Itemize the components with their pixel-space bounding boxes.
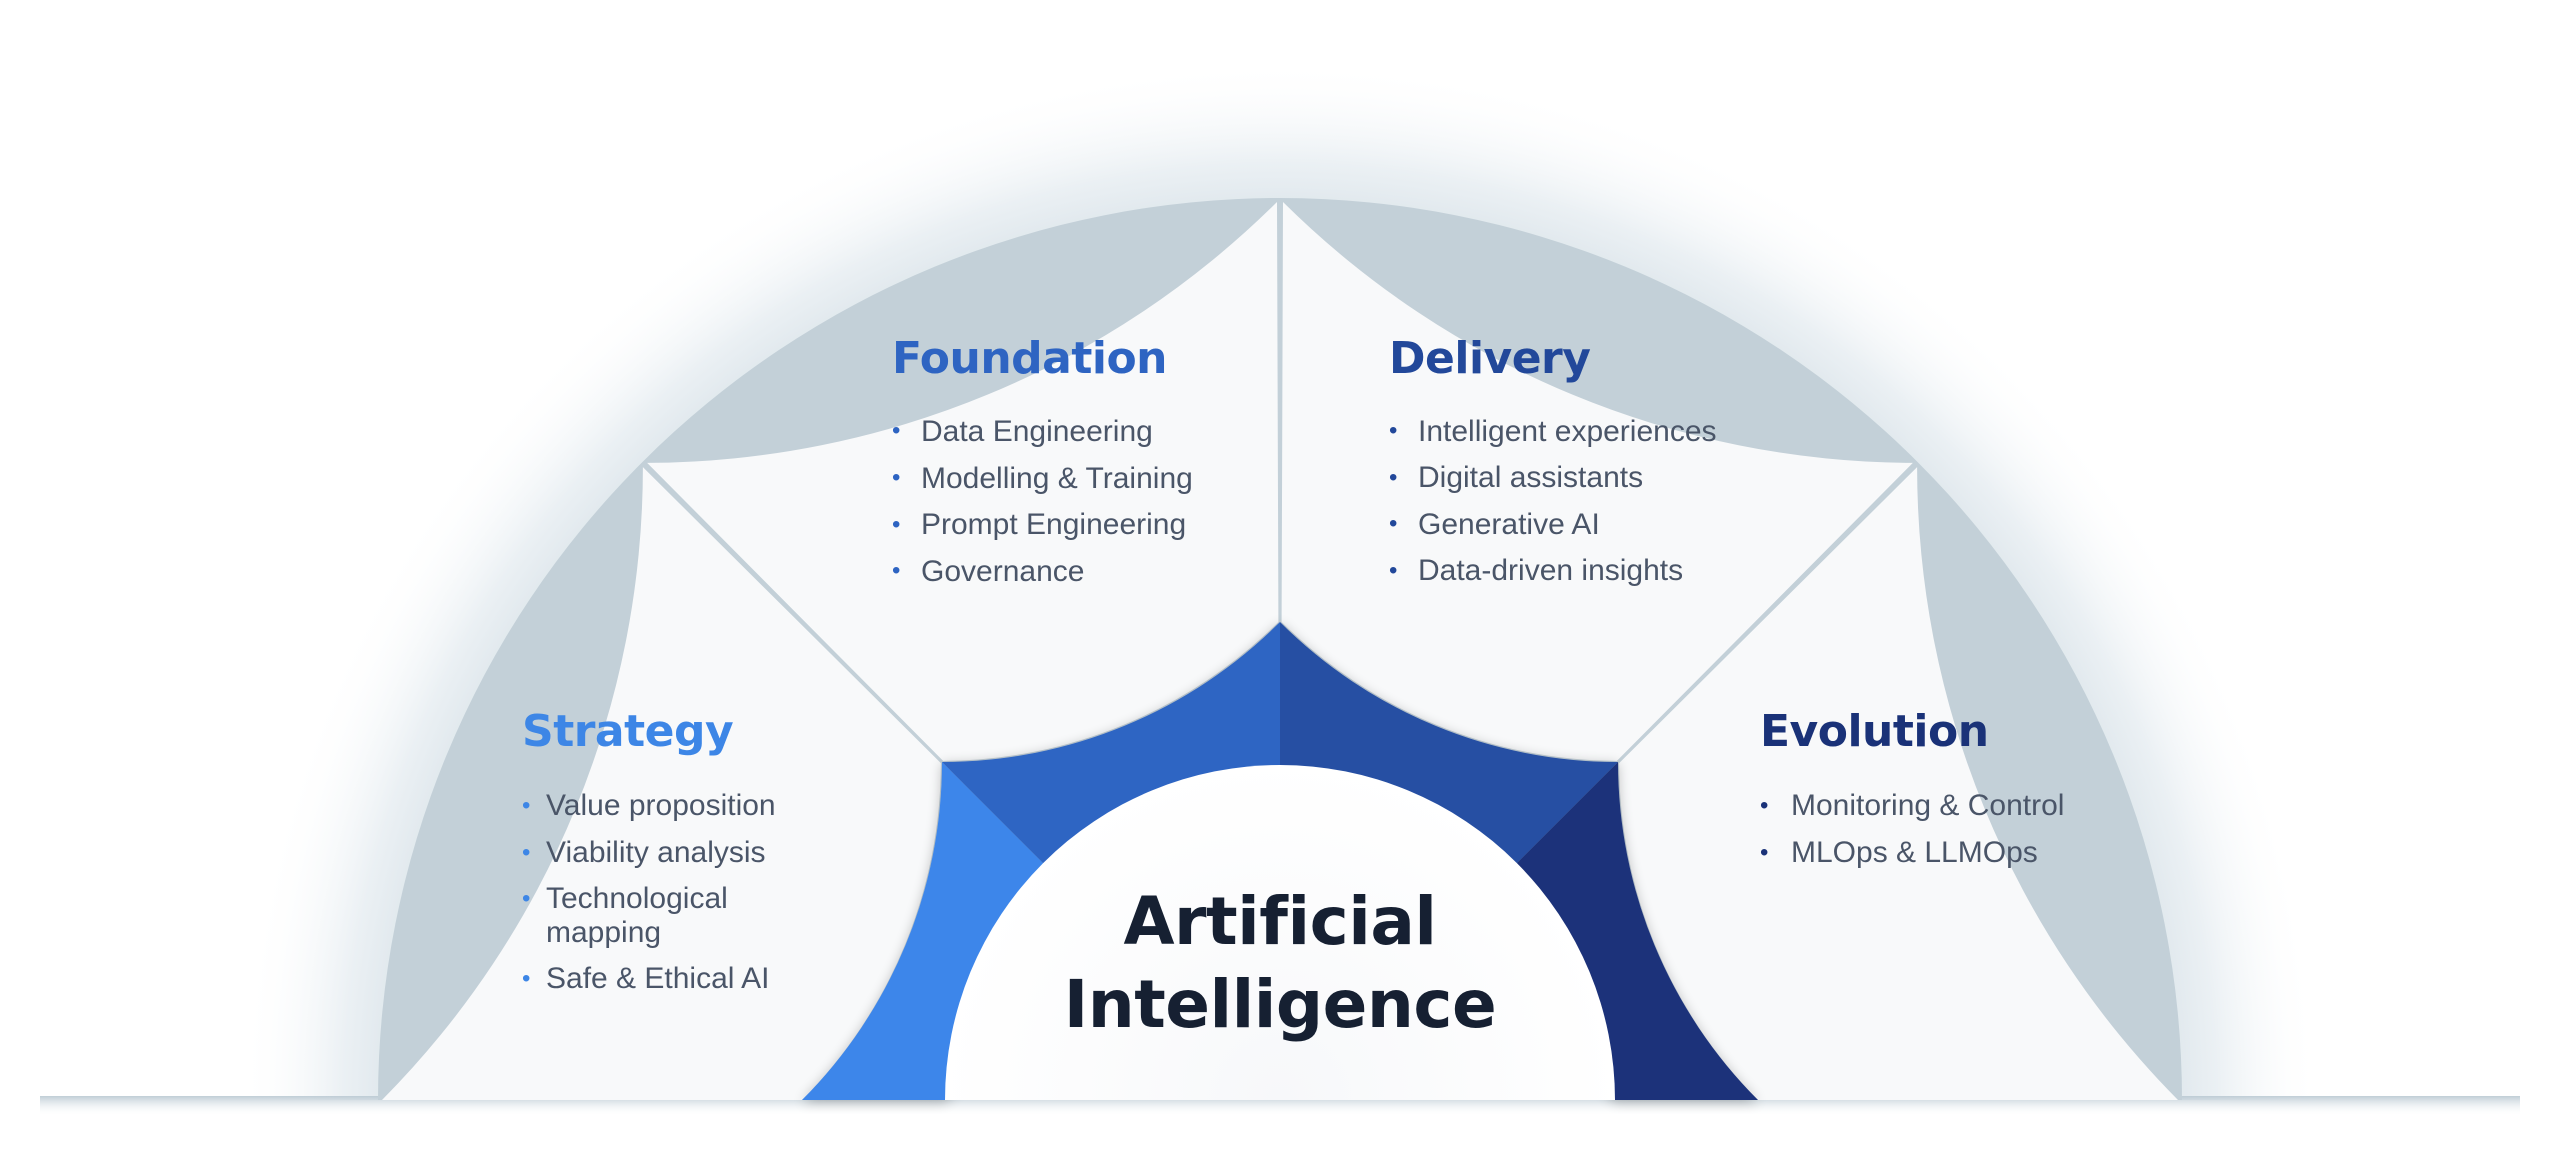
delivery-panel: [1281, 202, 1913, 761]
delivery-item-4: Data-driven insights: [1418, 554, 1683, 587]
strategy-item-1: Value proposition: [546, 789, 776, 822]
evolution-bullet-2: •: [1760, 839, 1768, 866]
foundation-bullet-2: •: [892, 464, 900, 491]
delivery-item-3: Generative AI: [1418, 508, 1600, 541]
foundation-bullet-1: •: [892, 417, 900, 444]
strategy-item-3-line-2: mapping: [546, 916, 661, 949]
strategy-item-3: Technological mapping: [546, 882, 736, 949]
foundation-bullet-4: •: [892, 557, 900, 584]
strategy-item-4: Safe & Ethical AI: [546, 962, 769, 995]
foundation-section: Foundation • Data Engineering • Modellin…: [892, 333, 1193, 588]
evolution-item-2: MLOps & LLMOps: [1791, 836, 2038, 869]
floor-shadow: [40, 1096, 2520, 1116]
foundation-item-2: Modelling & Training: [921, 462, 1193, 495]
delivery-bullet-1: •: [1389, 417, 1397, 444]
evolution-title: Evolution: [1760, 706, 1989, 757]
evolution-bullet-1: •: [1760, 792, 1768, 819]
delivery-section: Delivery • Intelligent experiences • Dig…: [1389, 333, 1717, 587]
delivery-item-1: Intelligent experiences: [1418, 415, 1717, 448]
foundation-panel: [647, 202, 1279, 761]
foundation-bullet-3: •: [892, 511, 900, 538]
foundation-item-1: Data Engineering: [921, 415, 1153, 448]
strategy-bullet-3: •: [522, 885, 530, 912]
strategy-bullet-1: •: [522, 792, 530, 819]
foundation-item-4: Governance: [921, 555, 1084, 588]
strategy-item-3-line-1: Technological: [546, 882, 728, 915]
sector-panels: [382, 202, 2178, 1101]
strategy-item-2: Viability analysis: [546, 836, 766, 869]
center-title-line-2: Intelligence: [1064, 966, 1497, 1043]
delivery-bullet-4: •: [1389, 557, 1397, 584]
delivery-title: Delivery: [1389, 333, 1590, 384]
strategy-section: Strategy • Value proposition • Viability…: [522, 706, 776, 995]
foundation-title: Foundation: [892, 333, 1167, 384]
evolution-section: Evolution • Monitoring & Control • MLOps…: [1760, 706, 2064, 869]
strategy-title: Strategy: [522, 706, 733, 757]
delivery-item-2: Digital assistants: [1418, 461, 1643, 494]
delivery-bullet-2: •: [1389, 464, 1397, 491]
foundation-item-3: Prompt Engineering: [921, 508, 1186, 541]
center-disc: [945, 765, 1615, 1100]
strategy-panel: [382, 467, 941, 1101]
delivery-bullet-3: •: [1389, 510, 1397, 537]
strategy-bullet-4: •: [522, 965, 530, 992]
evolution-item-1: Monitoring & Control: [1791, 789, 2064, 822]
strategy-bullet-2: •: [522, 839, 530, 866]
evolution-panel: [1619, 467, 2178, 1101]
center-title-line-1: Artificial: [1123, 883, 1436, 960]
